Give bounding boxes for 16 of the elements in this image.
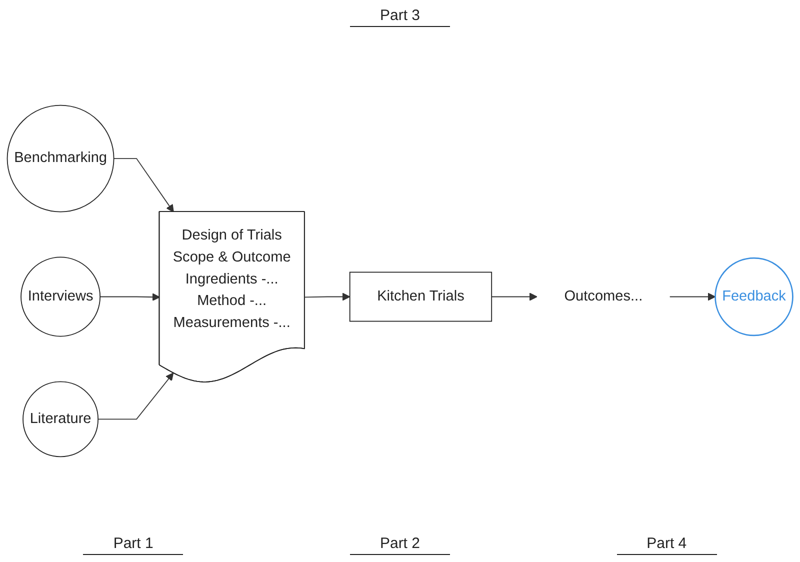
- node-text: Outcomes...: [564, 288, 643, 304]
- part-label: Part 4: [616, 535, 717, 555]
- node-box: Kitchen Trials: [349, 272, 492, 322]
- arrow: [98, 372, 174, 420]
- part-label: Part 2: [350, 535, 450, 555]
- arrow: [304, 292, 350, 301]
- node-circle: Feedback: [714, 257, 794, 336]
- arrow: [669, 292, 716, 301]
- node-circle: Literature: [22, 381, 98, 458]
- part-label: Part 3: [350, 7, 450, 27]
- arrow: [100, 293, 160, 302]
- node-circle: Benchmarking: [6, 104, 114, 212]
- arrow: [113, 158, 174, 212]
- part-label: Part 1: [83, 535, 184, 555]
- arrow: [491, 292, 538, 301]
- node-circle: Interviews: [20, 256, 101, 337]
